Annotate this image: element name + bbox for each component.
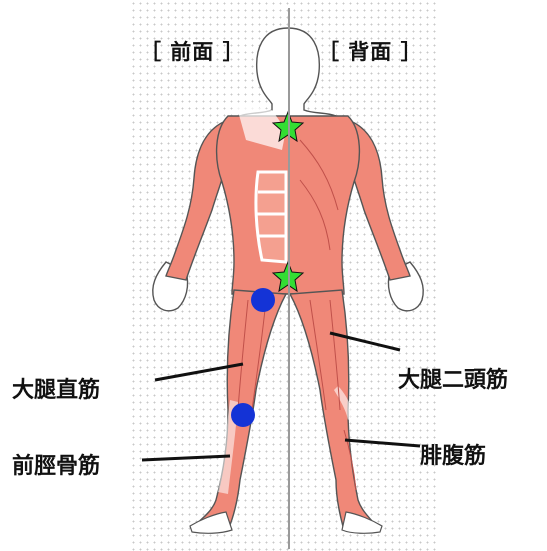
pointer-gastrocnemius xyxy=(345,440,420,446)
label-biceps-femoris: 大腿二頭筋 xyxy=(398,362,508,394)
center-divider xyxy=(288,8,290,549)
header-back: ［ 背面 ］ xyxy=(318,36,423,66)
label-rectus-femoris: 大腿直筋 xyxy=(12,372,100,404)
label-tibialis-anterior: 前脛骨筋 xyxy=(12,448,100,480)
dot-icon xyxy=(251,288,275,312)
dot-icon xyxy=(231,403,255,427)
right-leg xyxy=(290,290,378,530)
header-front: ［ 前面 ］ xyxy=(140,36,245,66)
pointer-tibialis-anterior xyxy=(142,456,230,460)
front-abs xyxy=(256,172,286,262)
label-gastrocnemius: 腓腹筋 xyxy=(420,438,486,470)
